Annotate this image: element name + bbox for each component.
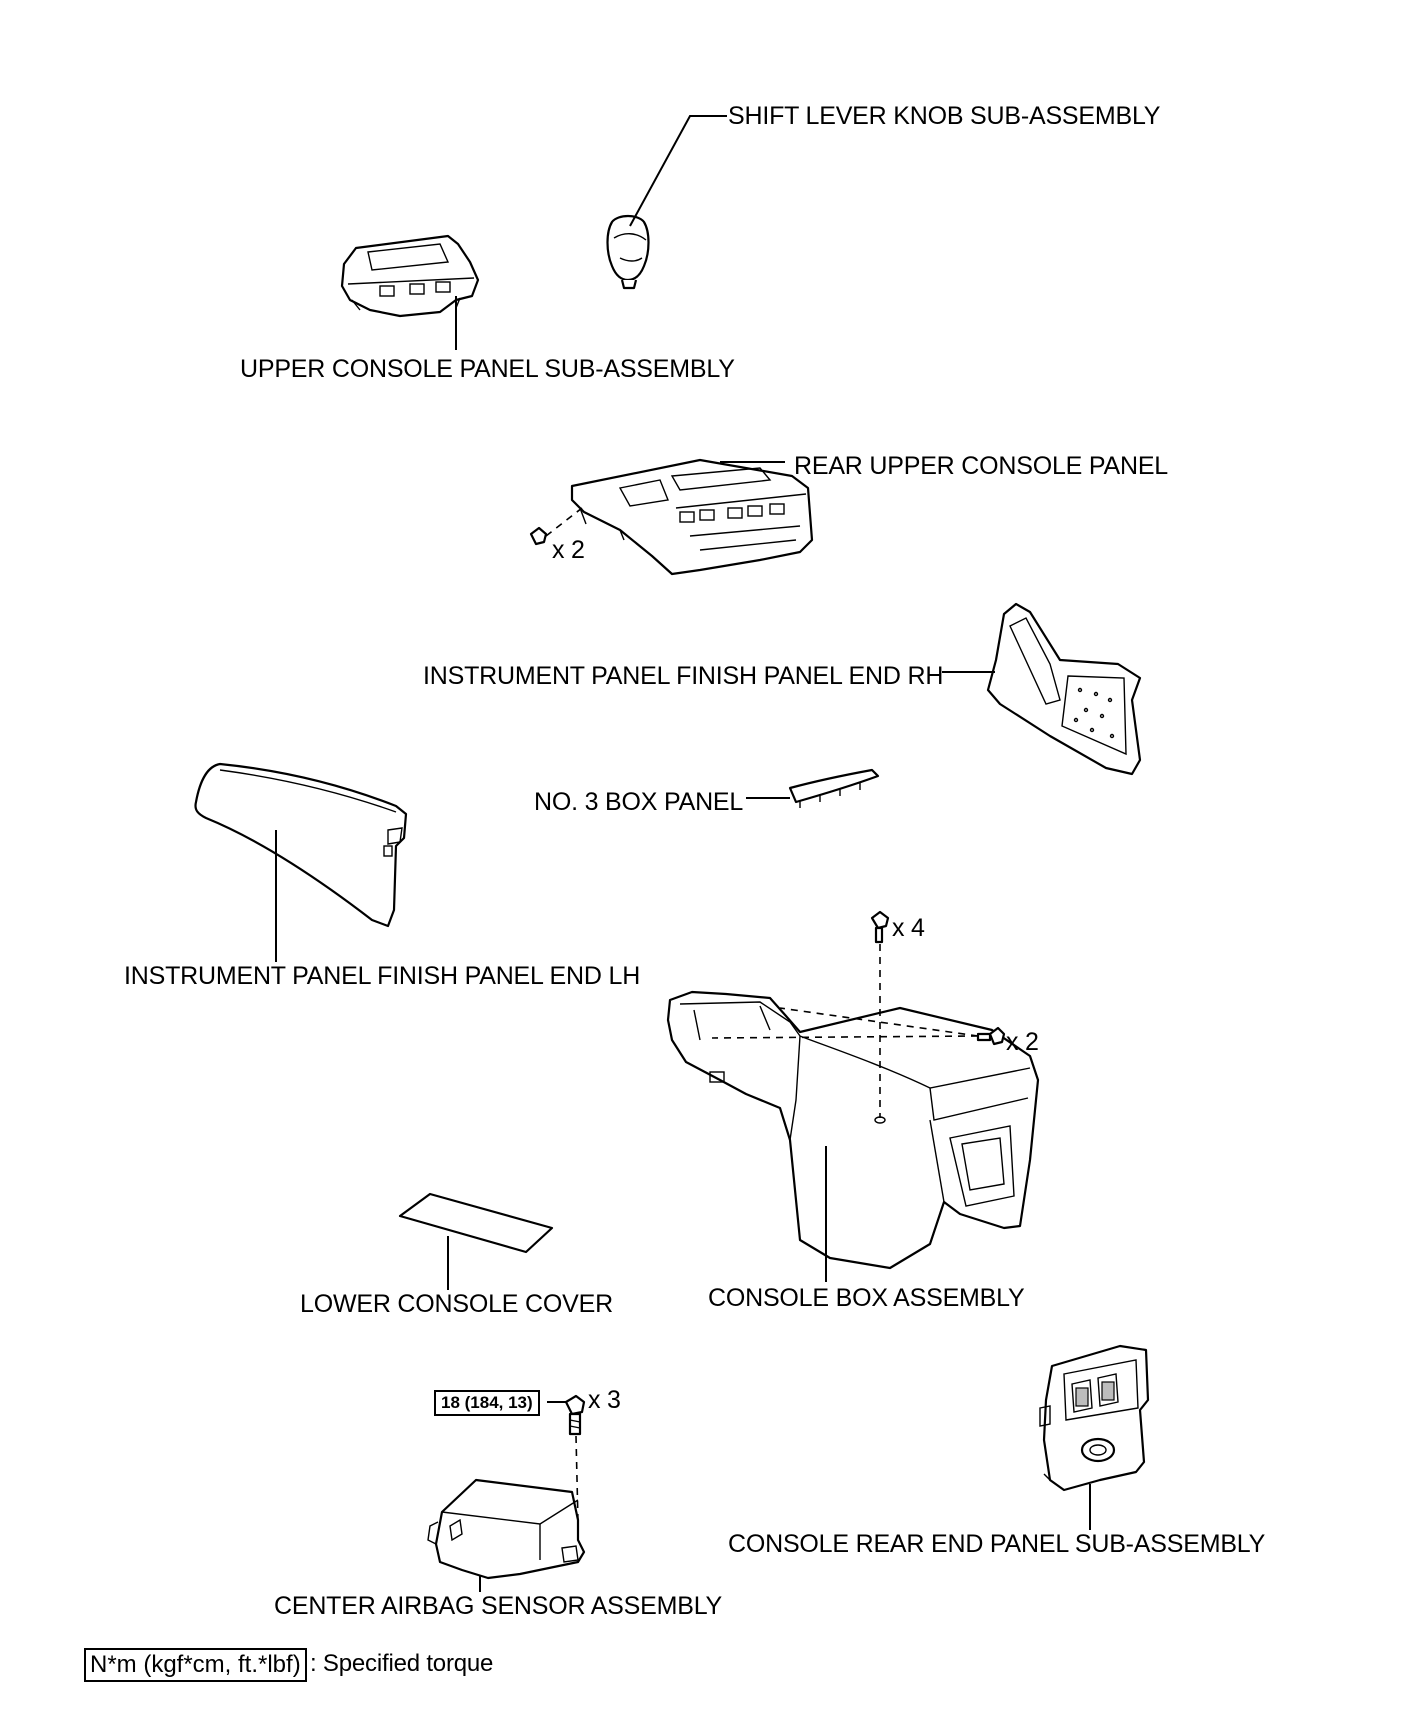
center-airbag-sensor-drawing <box>427 1394 586 1592</box>
shift-lever-knob-drawing <box>606 115 727 290</box>
console-rear-end-panel-drawing <box>1039 1344 1150 1530</box>
label-center-airbag-sensor: CENTER AIRBAG SENSOR ASSEMBLY <box>274 1592 723 1620</box>
label-finish-panel-end-lh: INSTRUMENT PANEL FINISH PANEL END LH <box>124 962 641 990</box>
upper-console-panel-drawing <box>340 234 480 350</box>
finish-panel-end-lh-drawing <box>194 762 408 962</box>
rear-upper-console-panel-drawing <box>529 458 814 576</box>
label-rear-upper-console-panel: REAR UPPER CONSOLE PANEL <box>794 452 1169 480</box>
label-finish-panel-end-rh: INSTRUMENT PANEL FINISH PANEL END RH <box>423 662 944 690</box>
label-lower-console-cover: LOWER CONSOLE COVER <box>300 1290 613 1318</box>
lower-console-cover-drawing <box>398 1192 554 1290</box>
torque-spec-airbag-bolt: 18 (184, 13) <box>434 1390 540 1416</box>
console-box-assembly-drawing <box>666 910 1040 1282</box>
label-upper-console-panel: UPPER CONSOLE PANEL SUB-ASSEMBLY <box>240 355 735 383</box>
label-console-box-assembly: CONSOLE BOX ASSEMBLY <box>708 1284 1025 1312</box>
label-console-rear-end-panel: CONSOLE REAR END PANEL SUB-ASSEMBLY <box>728 1530 1266 1558</box>
count-console-box-side-bolts: x 2 <box>1006 1028 1039 1056</box>
count-console-box-top-bolts: x 4 <box>892 914 925 942</box>
no3-box-panel-drawing <box>746 768 880 808</box>
legend-description: : Specified torque <box>310 1650 494 1677</box>
finish-panel-end-rh-drawing <box>942 602 1142 776</box>
count-airbag-bolts: x 3 <box>588 1386 621 1414</box>
label-no3-box-panel: NO. 3 BOX PANEL <box>534 788 744 816</box>
legend-unit-box: N*m (kgf*cm, ft.*lbf) <box>84 1648 307 1682</box>
count-rear-upper-clips: x 2 <box>552 536 585 564</box>
label-shift-lever-knob: SHIFT LEVER KNOB SUB-ASSEMBLY <box>728 102 1161 130</box>
